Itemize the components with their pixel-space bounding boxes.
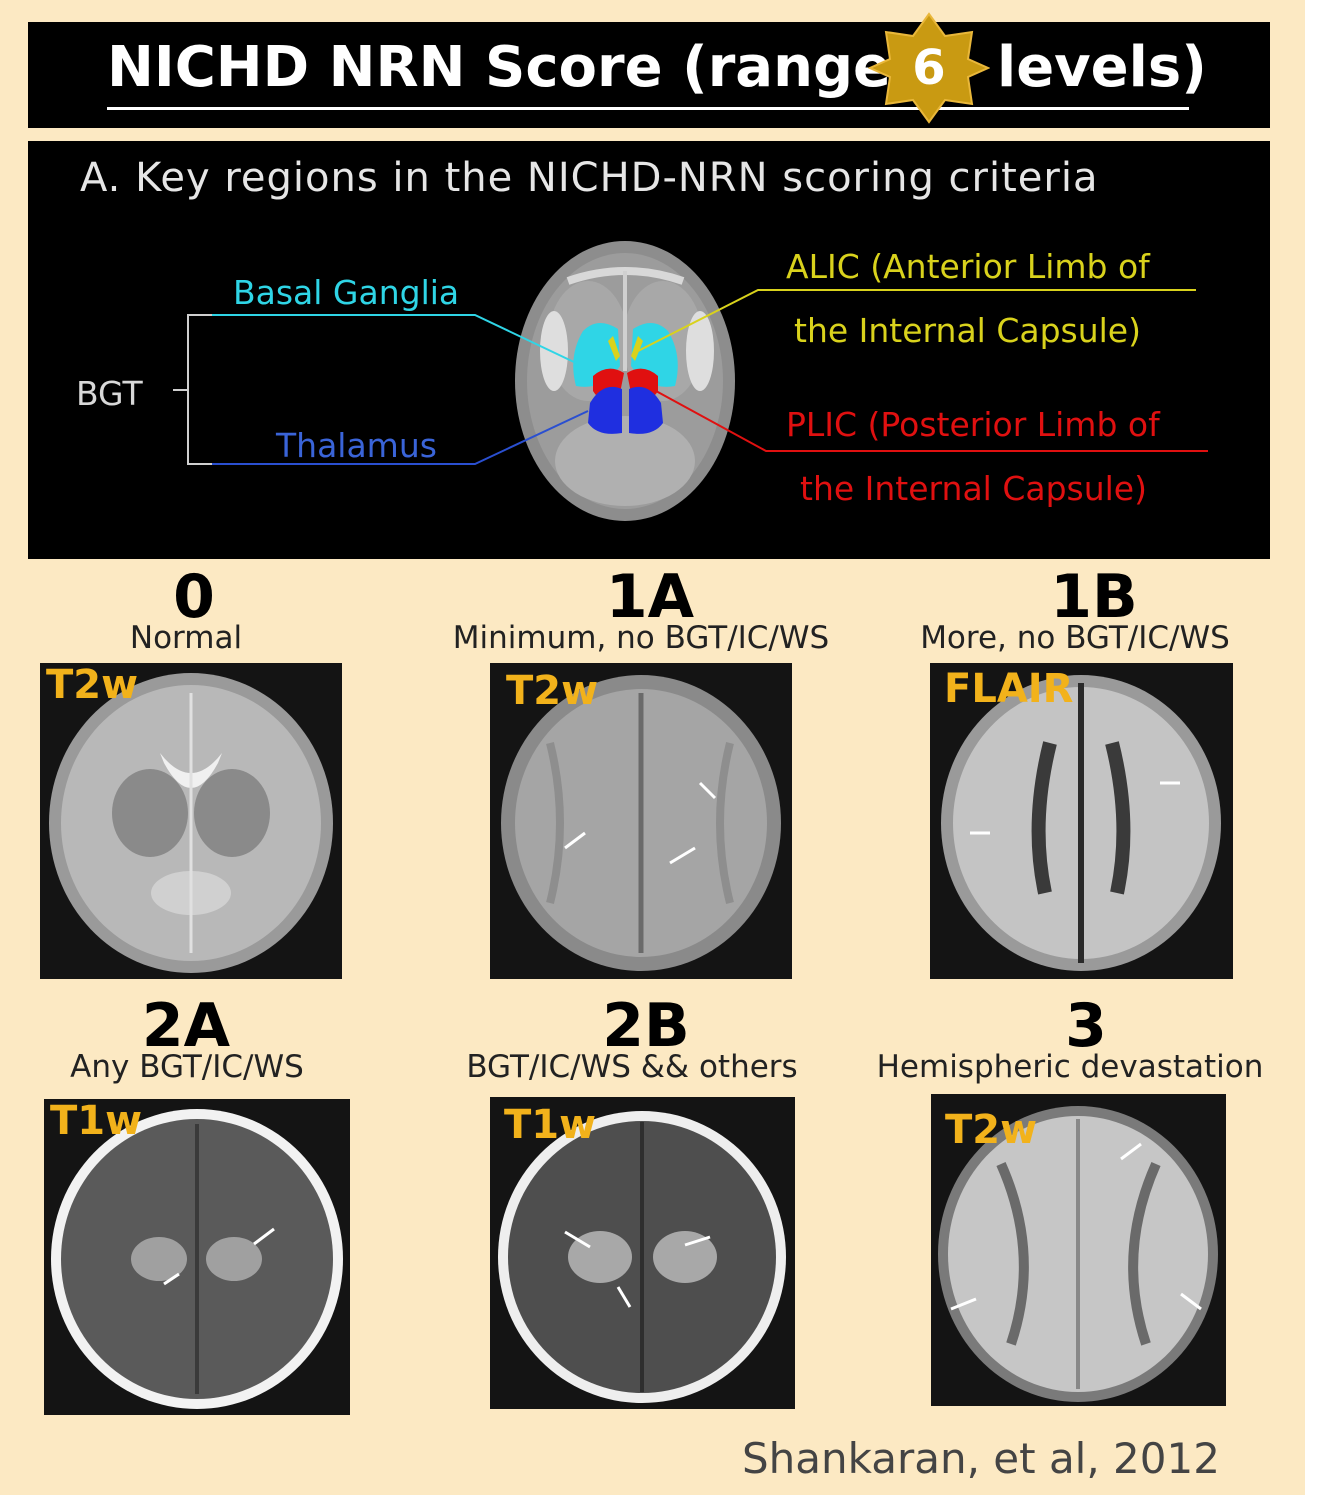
level-score: 3 [1065,991,1107,1061]
basal-ganglia-label: Basal Ganglia [233,273,460,312]
mri-scan-image: T2w [40,663,342,979]
brain-regions-svg [173,241,1208,521]
title-underline [107,107,1189,110]
alic-right-region [631,336,643,361]
alic-label-line1: ALIC (Anterior Limb of [786,247,1150,286]
level-score: 1A [605,562,695,632]
title-prefix: NICHD NRN Score (range: [107,35,914,100]
regions-diagram-panel: A. Key regions in the NICHD-NRN scoring … [28,141,1270,559]
sequence-label: T1w [504,1102,597,1148]
badge-number: 6 [912,40,946,96]
title-bar [28,22,1270,128]
mri-scan-image: T1w [490,1097,795,1409]
sequence-label: T2w [945,1107,1038,1153]
slide: NICHD NRN Score (range: levels) 6 [0,0,1305,1495]
sequence-label: T2w [506,668,599,714]
level-score: 2B [602,991,690,1061]
level-description: Minimum, no BGT/IC/WS [452,620,830,656]
level-description: BGT/IC/WS && others [466,1049,798,1085]
sequence-label: T1w [50,1099,143,1144]
level-score: 0 [173,562,215,632]
citation: Shankaran, et al, 2012 [742,1434,1220,1483]
level-description: Hemispheric devastation [876,1049,1264,1085]
thalamus-right-region [629,386,663,434]
mri-scan-image: FLAIR [930,663,1233,979]
level-description: More, no BGT/IC/WS [920,620,1230,656]
level-description: Any BGT/IC/WS [70,1049,304,1085]
plic-label-line2: the Internal Capsule) [800,469,1147,508]
thalamus-label: Thalamus [276,426,437,465]
bgt-label: BGT [76,374,143,413]
panel-heading: A. Key regions in the NICHD-NRN scoring … [80,155,1099,201]
level-score: 1B [1050,562,1138,632]
star-badge-icon: 6 [867,12,991,124]
title-suffix: levels) [997,35,1207,100]
sequence-label: FLAIR [944,666,1074,712]
thalamus-left-region [588,386,622,434]
mri-scan-image: T1w [44,1099,350,1415]
level-description: Normal [129,620,243,656]
mri-scan-image: T2w [931,1094,1226,1406]
plic-label-line1: PLIC (Posterior Limb of [786,405,1160,444]
mri-scan-image: T2w [490,663,792,979]
alic-left-region [608,336,620,361]
alic-label-line2: the Internal Capsule) [794,311,1141,350]
sequence-label: T2w [46,663,139,708]
level-score: 2A [141,991,231,1061]
